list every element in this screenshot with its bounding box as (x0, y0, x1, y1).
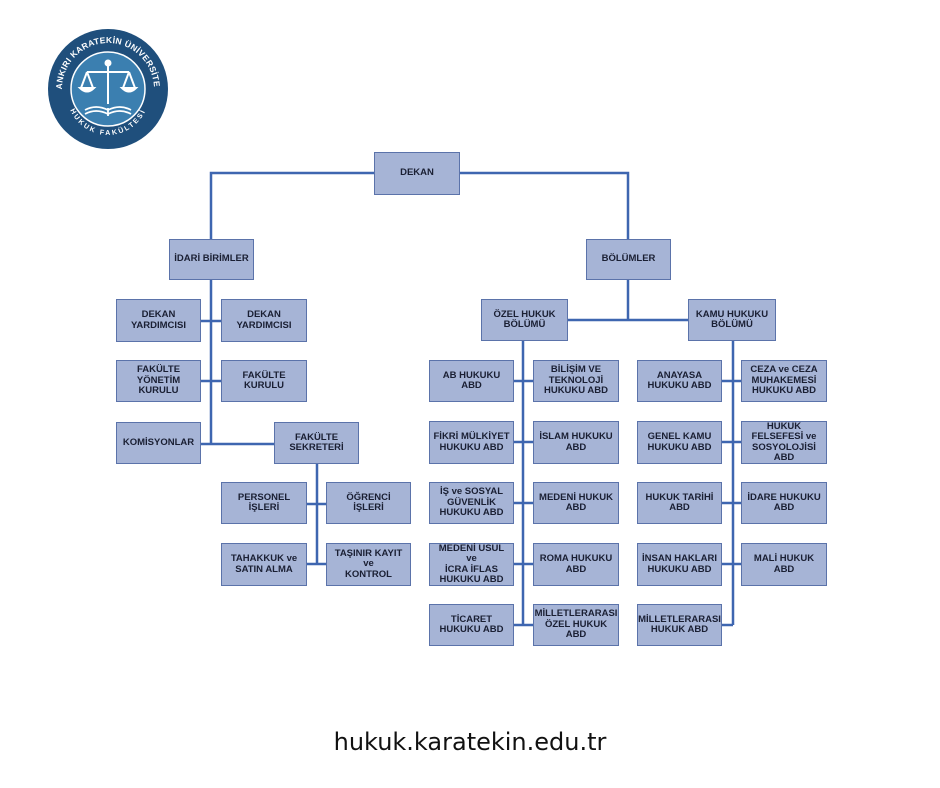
milletlerarasi-hukuk-box: MİLLETLERARASI HUKUK ABD (637, 604, 722, 646)
open-book-icon (84, 106, 132, 116)
roma-hukuku-box: ROMA HUKUKU ABD (533, 543, 619, 586)
is-sosyal-guvenlik-box: İŞ ve SOSYAL GÜVENLİK HUKUKU ABD (429, 482, 514, 524)
kamu-hukuku-bolumu-box: KAMU HUKUKU BÖLÜMÜ (688, 299, 776, 341)
komisyonlar-box: KOMİSYONLAR (116, 422, 201, 464)
ab-hukuku-box: AB HUKUKU ABD (429, 360, 514, 402)
bolumler-box: BÖLÜMLER (586, 239, 671, 280)
idari-birimler-box: İDARİ BİRİMLER (169, 239, 254, 280)
dekan-yardimcisi-2-box: DEKAN YARDIMCISI (221, 299, 307, 342)
islam-hukuku-box: İSLAM HUKUKU ABD (533, 421, 619, 464)
genel-kamu-hukuku-box: GENEL KAMU HUKUKU ABD (637, 421, 722, 464)
fakulte-yonetim-kurulu-box: FAKÜLTE YÖNETİM KURULU (116, 360, 201, 402)
tahakkuk-satin-alma-box: TAHAKKUK ve SATIN ALMA (221, 543, 307, 586)
mali-hukuk-box: MALİ HUKUK ABD (741, 543, 827, 586)
bilisim-teknoloji-box: BİLİŞİM VE TEKNOLOJİ HUKUKU ABD (533, 360, 619, 402)
dekan-yardimcisi-1-box: DEKAN YARDIMCISI (116, 299, 201, 342)
hukuk-tarihi-box: HUKUK TARİHİ ABD (637, 482, 722, 524)
medeni-usul-icra-box: MEDENİ USUL ve İCRA İFLAS HUKUKU ABD (429, 543, 514, 586)
ogrenci-isleri-box: ÖĞRENCİ İŞLERİ (326, 482, 411, 524)
fikri-mulkiyet-box: FİKRİ MÜLKİYET HUKUKU ABD (429, 421, 514, 464)
ozel-hukuk-bolumu-box: ÖZEL HUKUK BÖLÜMÜ (481, 299, 568, 341)
fakulte-sekreteri-box: FAKÜLTE SEKRETERİ (274, 422, 359, 464)
website-url: hukuk.karatekin.edu.tr (333, 728, 607, 756)
milletlerarasi-ozel-hukuk-box: MİLLETLERARASI ÖZEL HUKUK ABD (533, 604, 619, 646)
dekan-box: DEKAN (374, 152, 460, 195)
hukuk-felsefesi-box: HUKUK FELSEFESİ ve SOSYOLOJİSİ ABD (741, 421, 827, 464)
fakulte-kurulu-box: FAKÜLTE KURULU (221, 360, 307, 402)
idare-hukuku-box: İDARE HUKUKU ABD (741, 482, 827, 524)
scales-of-justice-icon (77, 59, 139, 104)
insan-haklari-box: İNSAN HAKLARI HUKUKU ABD (637, 543, 722, 586)
faculty-logo: ÇANKIRI KARATEKİN ÜNİVERSİTESİ HUKUK FAK… (47, 28, 168, 149)
medeni-hukuk-box: MEDENİ HUKUK ABD (533, 482, 619, 524)
ceza-muhakemesi-box: CEZA ve CEZA MUHAKEMESİ HUKUKU ABD (741, 360, 827, 402)
anayasa-hukuku-box: ANAYASA HUKUKU ABD (637, 360, 722, 402)
personel-isleri-box: PERSONEL İŞLERİ (221, 482, 307, 524)
tasinir-kayit-kontrol-box: TAŞINIR KAYIT ve KONTROL (326, 543, 411, 586)
ticaret-hukuku-box: TİCARET HUKUKU ABD (429, 604, 514, 646)
